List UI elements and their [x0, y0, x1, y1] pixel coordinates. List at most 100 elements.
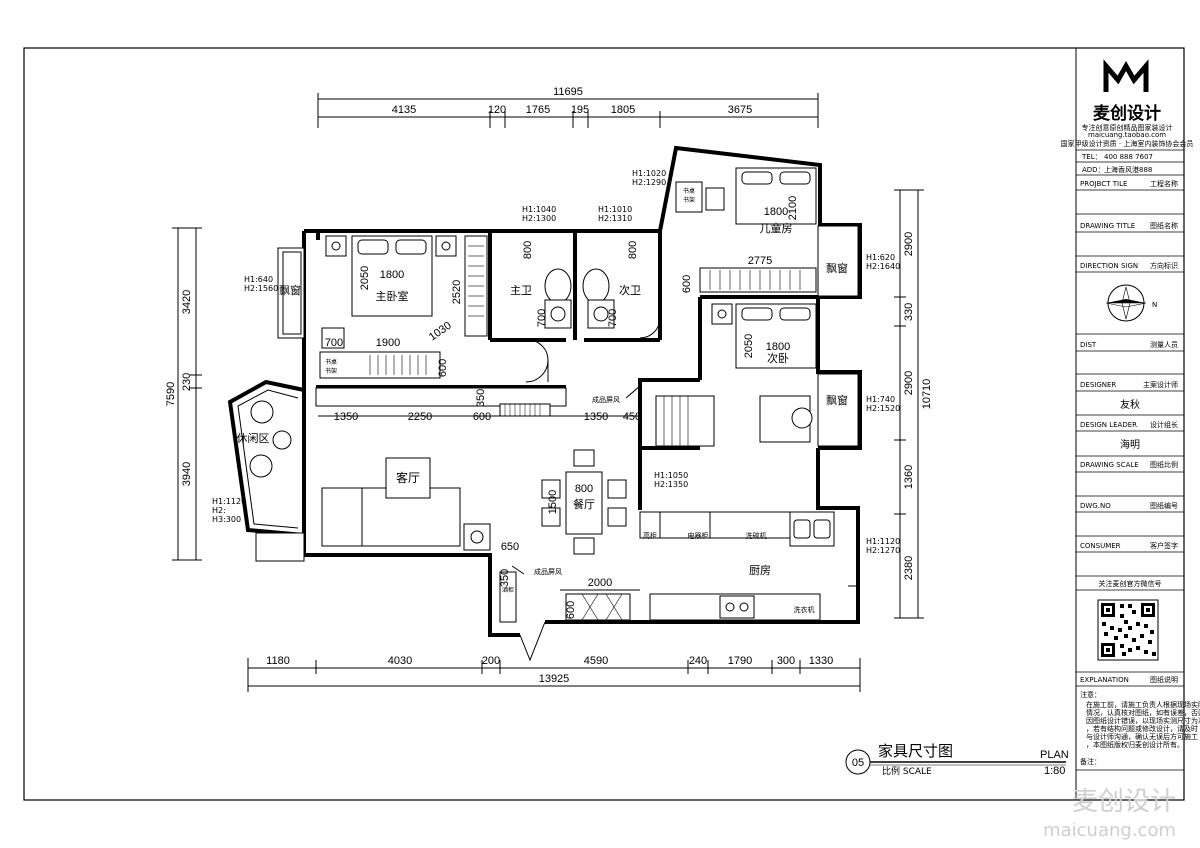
kitchen-sink-icon: [789, 511, 835, 547]
dim-top-6: 3675: [728, 104, 752, 116]
consumer-cn: 客户签字: [1150, 541, 1178, 550]
bottom-dimensions: 1180 4030 200 4590 240 1790 300 1330 139…: [247, 655, 861, 692]
dim-top-total: 11695: [553, 86, 583, 98]
sink-icon: [587, 299, 615, 329]
kids-wardrobe: [699, 267, 817, 293]
dim-bath-700b: 700: [607, 309, 619, 327]
drawing-scale-label: DRAWING SCALE: [1080, 461, 1139, 469]
note-title: 注意：: [1080, 690, 1101, 699]
dim-liv-450: 450: [623, 411, 641, 423]
dim-liv-350: 350: [475, 389, 487, 407]
win-note-8a: H1:1120: [866, 537, 900, 546]
title-block: 麦创设计 专注创意原创精品图家装设计 maicuang.taobao.com 国…: [1061, 59, 1200, 771]
room-label-master: 主卧室: [376, 289, 409, 303]
qr-code-icon: [1097, 599, 1159, 661]
dim-second-bed: 1800: [766, 341, 790, 353]
note-line-1: 在施工前，请施工负责人根据现场实际: [1086, 700, 1200, 709]
remark-label: 备注：: [1080, 757, 1101, 766]
win-note-4b: H2:1290: [632, 178, 666, 187]
dim-k-650: 650: [501, 541, 519, 553]
dim-k-350: 350: [499, 569, 511, 587]
kitchen: 厨房 高柜 电器柜 洗碗机 洗衣机 酒柜 成品屏风 650 350 2000 6…: [499, 507, 859, 662]
sofa: [321, 487, 461, 547]
room-label-kitchen: 厨房: [749, 564, 771, 577]
dim-liv-1350b: 1350: [584, 411, 608, 423]
room-label-master-bath: 主卫: [510, 284, 532, 297]
dist-cn: 测量人员: [1150, 341, 1178, 349]
dim-master-1900: 1900: [376, 337, 400, 349]
dim-bath-800b: 800: [627, 241, 639, 259]
win-note-3a: H1:1010: [598, 205, 632, 214]
sheet-scale-label: 比例 SCALE: [882, 765, 932, 777]
direction-sign-cn: 方向标识: [1150, 261, 1178, 270]
project-title-label: PROJBCT TILE: [1080, 180, 1127, 188]
dim-liv-1350a: 1350: [334, 411, 358, 423]
dim-master-bed-w: 1800: [380, 269, 404, 281]
sheet-scale-value: 1:80: [1044, 765, 1065, 777]
label-cab-1: 高柜: [643, 531, 657, 540]
dim-right-4: 1360: [903, 465, 915, 489]
master-bedroom: 主卧室 1800 2050 2520 1900 700 1030 600 书桌 …: [319, 235, 488, 379]
dim-bottom-total: 13925: [539, 673, 570, 685]
dim-master-1030: 1030: [427, 320, 454, 344]
designer-label: DESIGNER: [1080, 381, 1116, 389]
dim-right-total: 10710: [921, 379, 933, 410]
room-label-second: 次卧: [767, 351, 789, 365]
dim-top-1: 4135: [392, 104, 416, 116]
dim-top-3: 1765: [526, 104, 550, 116]
dim-table-800: 800: [575, 483, 593, 495]
sheet-title: 家具尺寸图: [878, 742, 953, 760]
dim-right-5: 2380: [903, 556, 915, 580]
coffee-table: [385, 457, 431, 499]
top-dimensions: 11695 4135 120 1765 195 1805 3675: [317, 86, 819, 128]
dim-left-total: 7590: [165, 382, 177, 406]
room-label-kids: 儿童房: [760, 221, 793, 235]
note-line-4: ，若有结构问题或修改设计，请及时: [1086, 724, 1198, 733]
dim-kids-bed: 1800: [764, 206, 788, 218]
win-note-6a: H1:740: [866, 395, 895, 404]
dim-liv-600: 600: [473, 411, 491, 423]
add-value: 上海香风港888: [1104, 165, 1152, 174]
dim-kids-2775: 2775: [748, 255, 772, 267]
compass-north: N: [1152, 301, 1157, 309]
designer-name: 友秋: [1120, 398, 1140, 411]
dim-bath-800a: 800: [522, 241, 534, 259]
sheet-plan-label: PLAN: [1040, 749, 1069, 761]
win-note-9a: H1:1120: [212, 497, 246, 506]
dim-liv-2250: 2250: [408, 411, 432, 423]
leader-name: 海明: [1120, 438, 1140, 451]
compass-icon: [1105, 284, 1147, 322]
dim-k-600: 600: [565, 601, 577, 619]
tel-label: TEL：: [1081, 153, 1102, 161]
dim-bath-700a: 700: [536, 309, 548, 327]
room-label-dining: 餐厅: [573, 497, 595, 511]
dim-bottom-7: 300: [777, 655, 795, 667]
window-notes: H1:640 H2:1560 H1:1040 H2:1300 H1:1010 H…: [212, 169, 900, 555]
sink-icon: [544, 299, 572, 329]
tv-cabinet: [315, 387, 567, 407]
toilet-icon: [544, 268, 572, 304]
watermark-brand: 麦创设计: [1072, 787, 1176, 817]
dim-bottom-8: 1330: [809, 655, 833, 667]
label-screen-1: 成品屏风: [592, 395, 620, 404]
design-leader-cn: 设计组长: [1150, 420, 1178, 429]
kids-room: 飘窗 儿童房 1800 2100 2775 600 书桌 书架: [675, 167, 859, 297]
nightstand-icon: [435, 235, 457, 257]
room-label-bay-second: 飘窗: [826, 393, 848, 407]
win-note-3b: H2:1310: [598, 214, 632, 223]
room-label-bay-kids: 飘窗: [826, 261, 848, 275]
drawing-title-cn: 图纸名称: [1150, 221, 1178, 230]
dim-second-2050: 2050: [743, 334, 755, 358]
note-line-3: 因图纸设计错误，以现场实测尺寸为准: [1086, 716, 1200, 725]
tel-value: 400 888 7607: [1104, 153, 1153, 161]
room-label-second-bath: 次卫: [619, 283, 641, 297]
win-note-1b: H2:1560: [244, 284, 278, 293]
bathrooms: 主卫 次卫 800 700 800 700: [510, 241, 661, 361]
dim-top-4: 195: [571, 104, 589, 116]
win-note-7b: H2:1350: [654, 480, 688, 489]
dim-bottom-6: 1790: [728, 655, 752, 667]
brand-site: maicuang.taobao.com: [1088, 131, 1166, 139]
win-note-9b: H2:: [212, 506, 226, 515]
consumer-label: CONSUMER: [1080, 542, 1121, 550]
